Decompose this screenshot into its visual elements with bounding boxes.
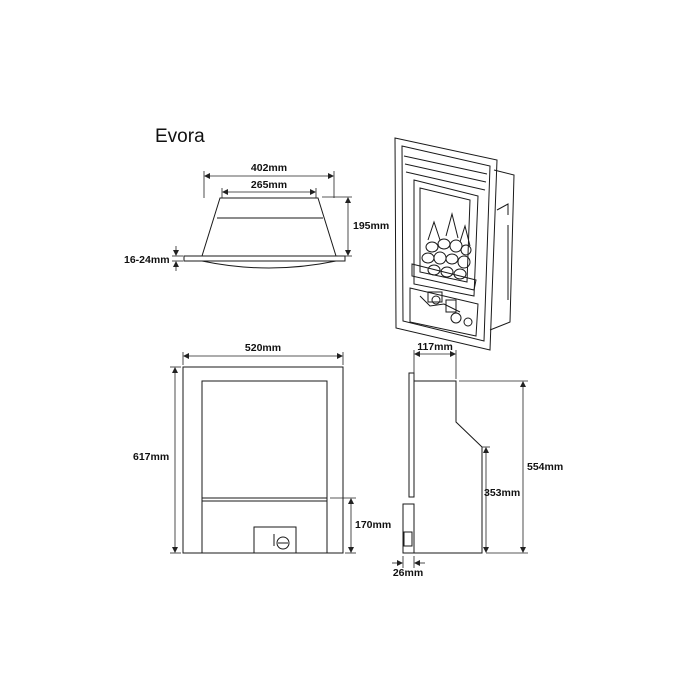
side-height-label: 554mm xyxy=(527,461,563,473)
top-lip-label: 16-24mm xyxy=(124,254,170,266)
dim-front-width: 520mm xyxy=(182,342,344,365)
dim-top-depth: 195mm xyxy=(322,196,389,257)
top-width-inner-label: 265mm xyxy=(251,179,287,191)
side-view xyxy=(402,372,483,554)
top-width-outer-label: 402mm xyxy=(251,162,287,174)
coal-bed xyxy=(421,212,472,280)
gas-valve-controls xyxy=(419,291,473,327)
dim-side-height: 554mm xyxy=(459,380,563,554)
dim-top-lip: 16-24mm xyxy=(124,246,183,271)
front-height-label: 617mm xyxy=(133,451,169,463)
top-view xyxy=(183,197,346,269)
dim-side-bottom-depth: 26mm xyxy=(392,556,425,579)
dim-side-top-depth: 117mm xyxy=(413,341,457,379)
dim-side-lower-height: 353mm xyxy=(482,446,520,553)
dim-front-height: 617mm xyxy=(133,366,181,554)
front-view xyxy=(182,366,344,554)
front-lower-label: 170mm xyxy=(355,519,391,531)
side-bottom-depth-label: 26mm xyxy=(393,567,423,579)
top-depth-label: 195mm xyxy=(353,220,389,232)
perspective-view xyxy=(394,137,515,351)
dim-top-width-outer: 402mm xyxy=(203,162,335,198)
dim-front-lower: 170mm xyxy=(330,497,391,554)
front-width-label: 520mm xyxy=(245,342,281,354)
side-lower-height-label: 353mm xyxy=(484,487,520,499)
dim-top-width-inner: 265mm xyxy=(221,179,317,198)
side-top-depth-label: 117mm xyxy=(417,341,453,353)
product-title: Evora xyxy=(155,126,205,147)
